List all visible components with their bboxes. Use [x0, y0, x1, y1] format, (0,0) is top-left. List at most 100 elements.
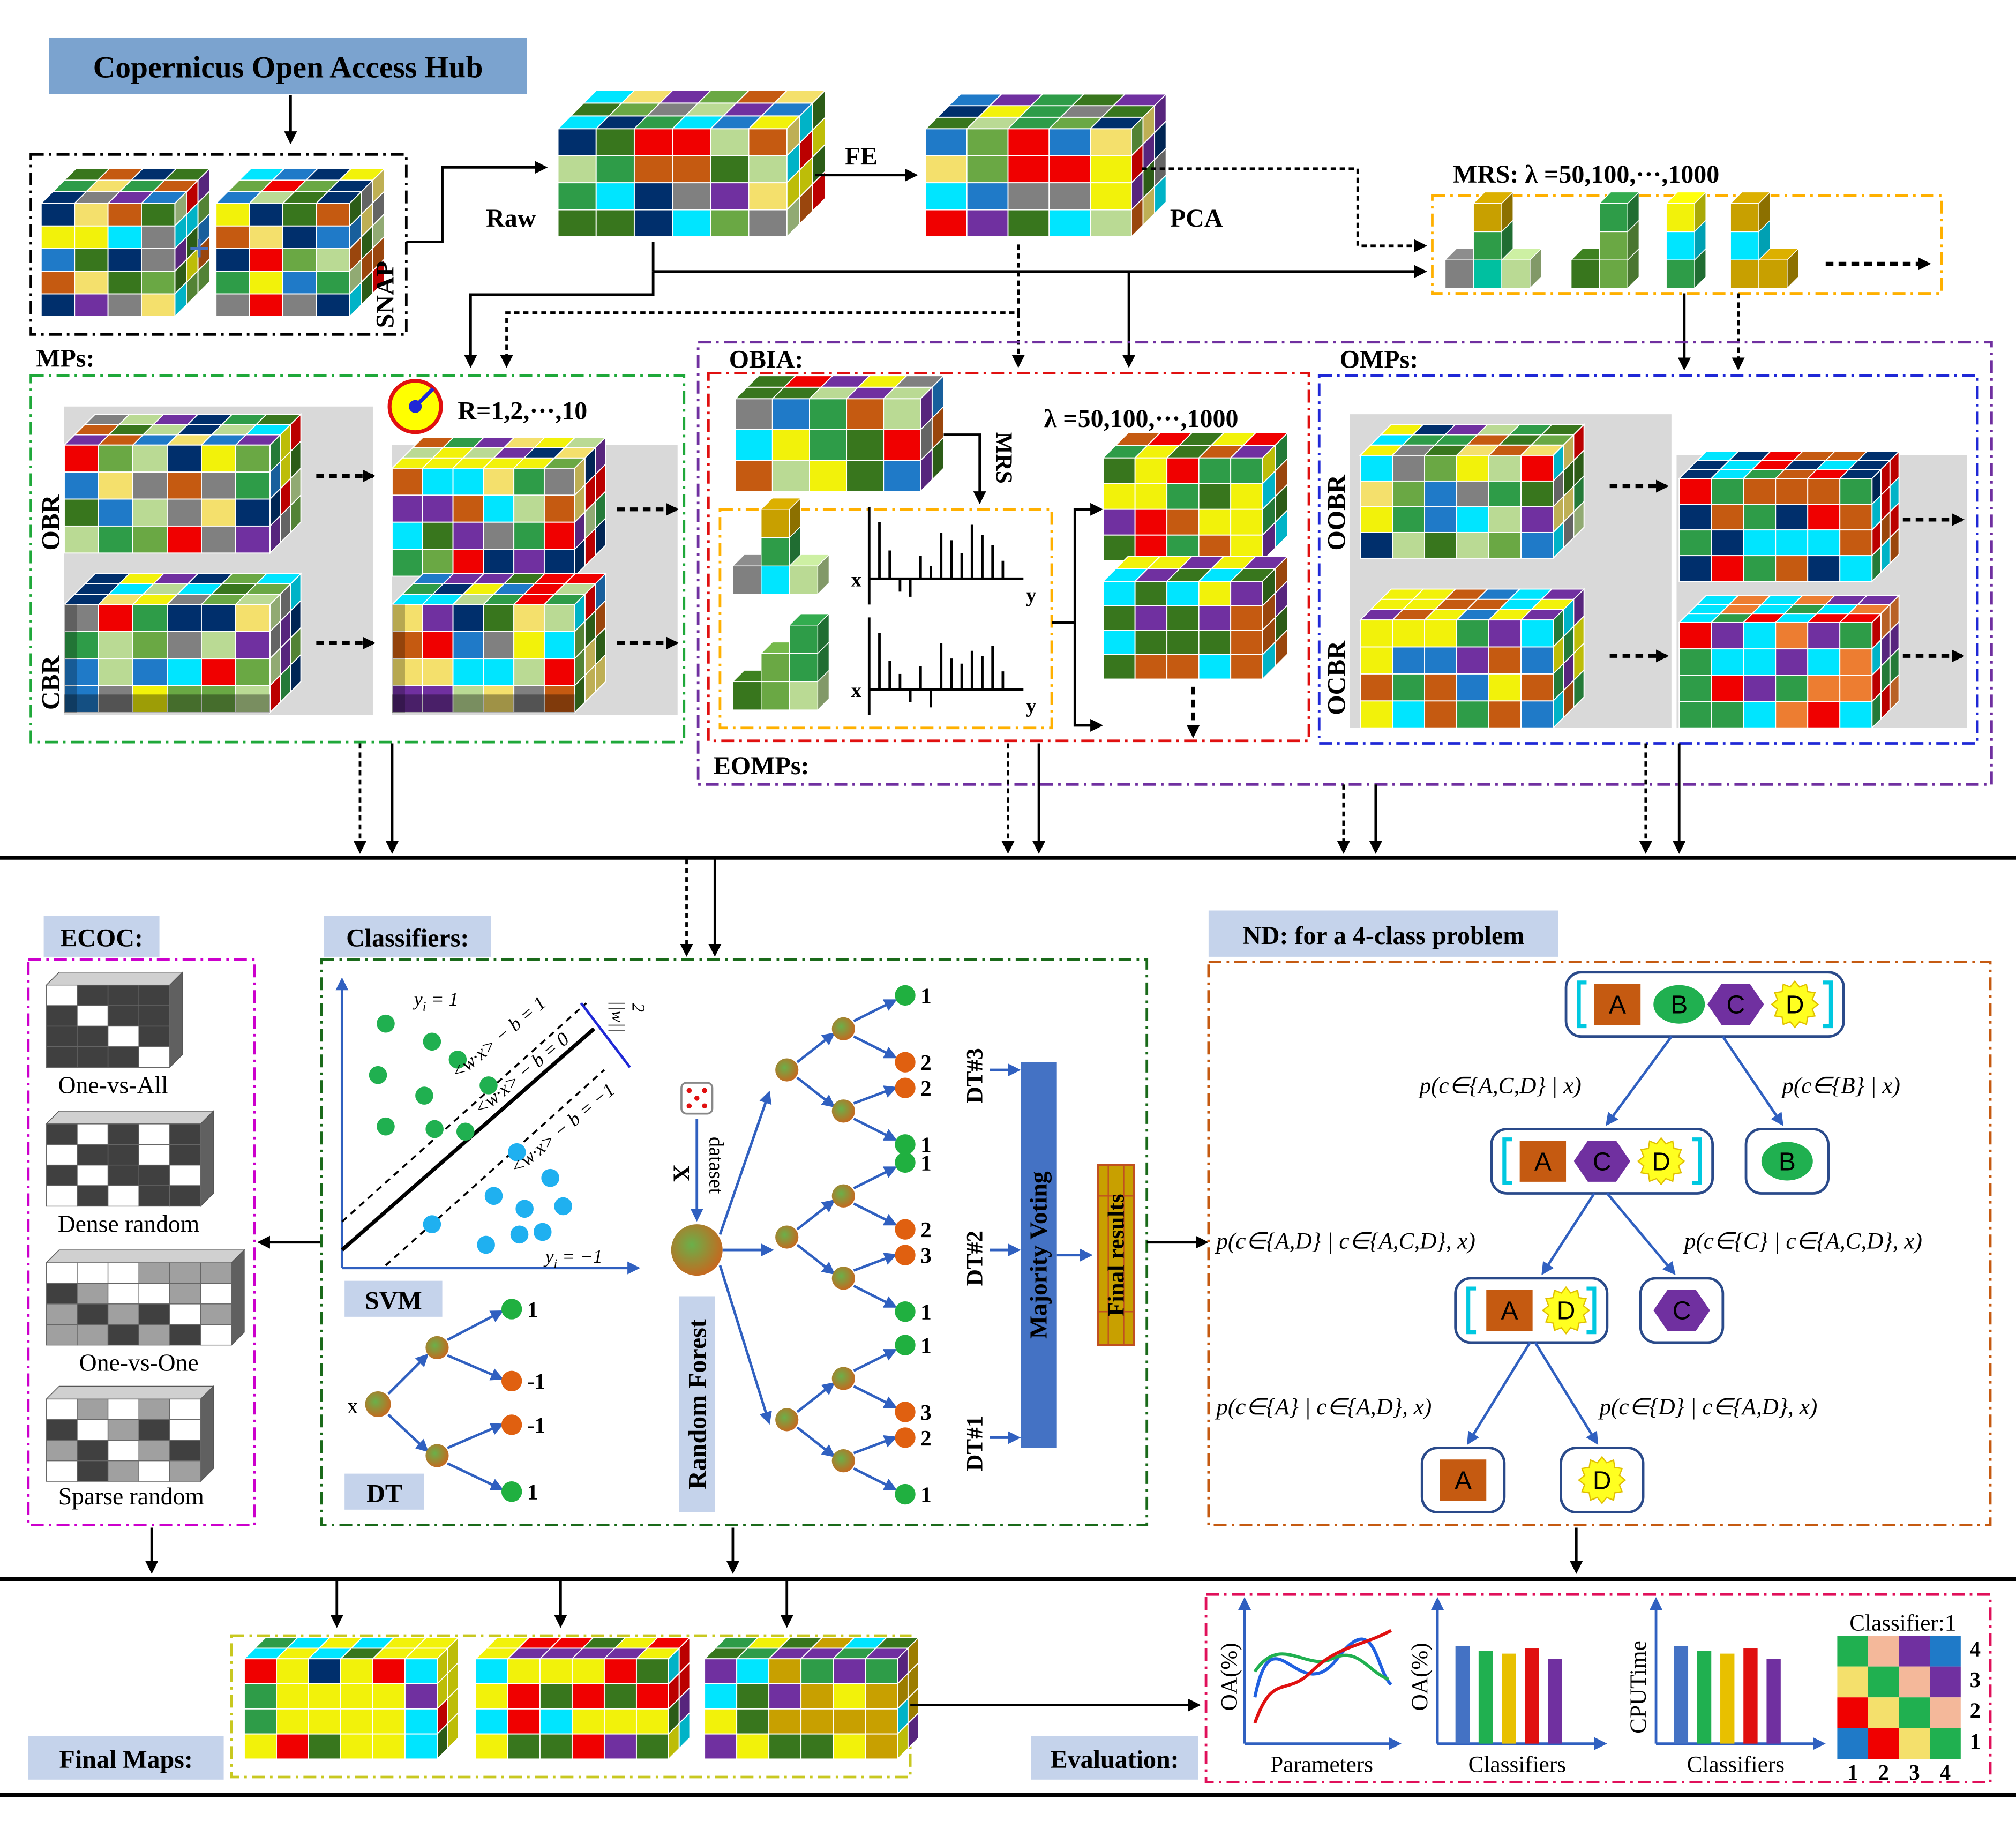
cube-front-cell [132, 604, 168, 632]
cube-front-cell [308, 1658, 341, 1684]
tree-leaf-label: 2 [920, 1076, 931, 1100]
svm-negative-point [507, 1143, 526, 1161]
eval-bar [1766, 1659, 1781, 1744]
ecoc-cell [138, 1164, 170, 1186]
cube-front-cell [107, 293, 142, 317]
ecoc-cell [169, 1440, 201, 1462]
cube-front-cell [543, 467, 575, 496]
cube-front-cell [1743, 504, 1777, 531]
nd-edge [1605, 1036, 1673, 1126]
ecoc-cell [138, 1283, 170, 1305]
cube-front-cell [1775, 504, 1809, 531]
ecoc-code-matrices [45, 971, 245, 1482]
nd-edge [1606, 1192, 1676, 1275]
ecoc-top [45, 971, 184, 986]
nd-class-label: C [1593, 1148, 1612, 1176]
cube-front-cell [1392, 646, 1426, 675]
cube-front-cell [1424, 506, 1458, 533]
tree-edge [447, 1462, 504, 1491]
cube-side-cell [447, 1711, 459, 1750]
tree-split-node [775, 1225, 799, 1249]
cube-front-cell [846, 429, 885, 461]
tree-edge [853, 1349, 897, 1372]
cube-front-cell [1711, 529, 1744, 557]
cube-front-cell [557, 182, 597, 211]
cube-front-cell [808, 429, 848, 461]
cube-front-cell [132, 525, 168, 554]
cube-front-cell [865, 1683, 898, 1710]
ecoc-cell [107, 1324, 139, 1346]
cube-side-cell [595, 517, 606, 557]
cube-front-cell [1007, 155, 1050, 184]
ecoc-cell [46, 1005, 78, 1027]
tree-edge [853, 1166, 897, 1190]
cube-front-cell [276, 1658, 309, 1684]
ecoc-section: ECOC: One-vs-All Dense random One-vs-One… [27, 916, 256, 1527]
cube-raw [557, 89, 827, 238]
cube-front-cell [1230, 457, 1263, 484]
cube-front-cell [865, 1658, 898, 1684]
cube-front-cell [710, 182, 750, 211]
ecoc-cell [77, 984, 109, 1006]
cube-front-cell [1839, 504, 1873, 531]
ecoc-cell [200, 1324, 232, 1346]
block-front [761, 509, 790, 538]
tree-leaf-label: 1 [920, 984, 931, 1008]
cube-front-cell [107, 225, 142, 250]
nd-title-box [1208, 910, 1558, 957]
eval-bar [1674, 1646, 1689, 1744]
cube-front-cell [925, 182, 968, 211]
ecoc-cell [77, 1440, 109, 1462]
cube-front-cell [167, 685, 202, 713]
tree-leaf-label: -1 [527, 1413, 545, 1437]
cube-front-cell [316, 225, 350, 250]
cube-front-cell [316, 203, 350, 227]
confusion-cell [1837, 1636, 1869, 1667]
cube-front-cell [372, 1733, 406, 1760]
tree-leaf-label: 1 [920, 1482, 931, 1507]
nd-class-label: D [1593, 1466, 1612, 1495]
tree-edge [853, 1467, 897, 1490]
svm-positive-point [377, 1117, 395, 1136]
cube-front-cell [215, 225, 250, 250]
cube-front-cell [1839, 621, 1873, 650]
ecoc-cell [77, 1324, 109, 1346]
arrow-pca-to-mps-dotted [500, 244, 1020, 368]
eval-bar [1743, 1648, 1758, 1744]
cube-front-cell [1678, 555, 1712, 582]
tree-edge [853, 1253, 897, 1272]
cube-front-cell [249, 248, 283, 272]
cube-mps-cbr [63, 572, 302, 714]
ecoc-cell [107, 1005, 139, 1027]
confusion-cell [1837, 1697, 1869, 1728]
cube-front-cell [1090, 128, 1132, 156]
eval-bar [1548, 1659, 1562, 1744]
tree-edge [853, 1385, 897, 1408]
cube-front-cell [475, 1683, 508, 1710]
tree-leaf-label: 1 [920, 1300, 931, 1324]
cube-front-cell [1103, 581, 1136, 606]
confusion-row-2: 2 [1970, 1699, 1981, 1723]
cube-front-cell [1134, 654, 1168, 680]
cube-front-cell [768, 1683, 802, 1710]
cube-front-cell [98, 444, 133, 473]
cube-side-cell [1889, 527, 1900, 565]
confusion-cell [1837, 1728, 1869, 1759]
cube-front-cell [1230, 654, 1263, 680]
cube-front-cell [865, 1708, 898, 1735]
cube-front-cell [513, 521, 545, 550]
cube-front-cell [595, 155, 635, 184]
cube-front-cell [201, 498, 236, 527]
ecoc-cell [138, 1303, 170, 1325]
cube-front-cell [1520, 673, 1554, 702]
cube-omps-oobr [1359, 423, 1585, 560]
final-map-1 [243, 1636, 460, 1760]
ecoc-cell [77, 1303, 109, 1325]
cube-front-cell [244, 1708, 277, 1735]
ecoc-cell [107, 1398, 139, 1420]
cube-front-cell [1360, 531, 1393, 559]
cube-front-cell [966, 155, 1009, 184]
ecoc-label-3: Sparse random [58, 1482, 204, 1510]
cube-front-cell [635, 1733, 669, 1760]
cube-front-cell [833, 1683, 866, 1710]
